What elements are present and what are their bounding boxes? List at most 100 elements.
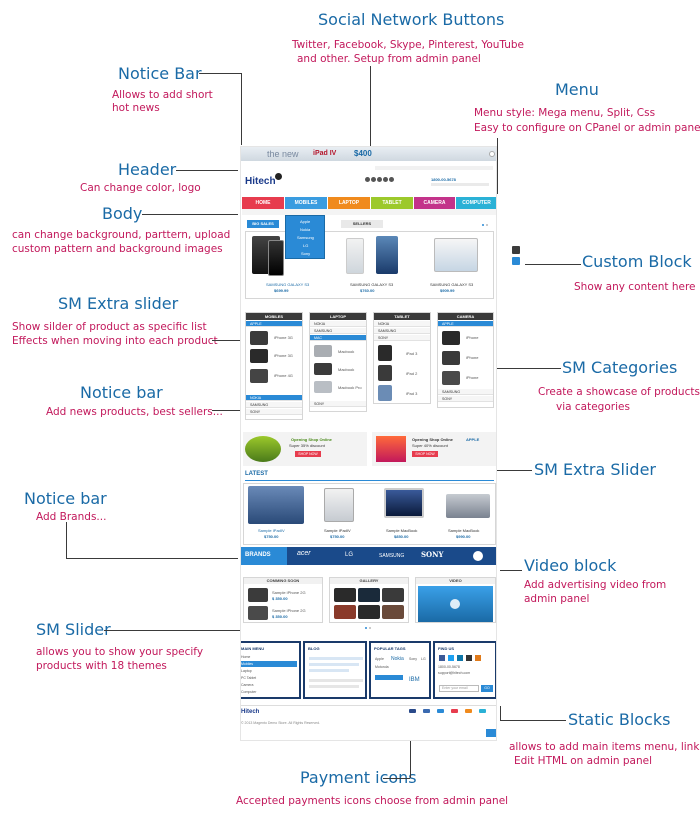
nav-item-camera[interactable]: CAMERA xyxy=(414,197,455,209)
find-us-email[interactable]: support@hitech.com xyxy=(438,671,471,675)
tag-active[interactable] xyxy=(375,675,403,680)
tag-link[interactable]: Apple xyxy=(375,657,384,661)
category-item[interactable]: Macbook xyxy=(338,367,355,372)
product-thumb[interactable] xyxy=(378,365,392,381)
slider-dot[interactable] xyxy=(369,627,371,629)
product-name[interactable]: Sample iPhone 2G xyxy=(272,590,306,595)
product-image[interactable] xyxy=(384,488,424,518)
product-thumb[interactable] xyxy=(314,381,332,393)
product-thumb[interactable] xyxy=(248,588,268,602)
category-row[interactable]: SAMSUNG xyxy=(374,328,430,334)
tag-link[interactable]: Sony xyxy=(409,657,417,661)
product-name[interactable]: Sample MacBook xyxy=(386,528,418,533)
dropdown-item[interactable]: Sony xyxy=(301,251,311,256)
category-row[interactable]: SONY xyxy=(310,401,366,407)
footer-menu-item[interactable]: PC Tablet xyxy=(241,676,257,680)
video-player[interactable] xyxy=(418,586,493,622)
product-name[interactable]: SAMSUNG GALAXY S3 xyxy=(350,282,394,287)
footer-menu-item[interactable]: Mobiles xyxy=(241,662,254,666)
category-item[interactable]: Macbook xyxy=(338,349,355,354)
footer-logo[interactable]: Hitech xyxy=(241,709,260,715)
gallery-thumb[interactable] xyxy=(382,605,404,619)
gallery-thumb[interactable] xyxy=(334,588,356,602)
product-name[interactable]: SAMSUNG GALAXY S3 xyxy=(430,282,474,287)
dropdown-item[interactable]: Nokia xyxy=(300,227,311,232)
category-item[interactable]: iPhone 3G xyxy=(274,335,293,340)
category-item[interactable]: iPhone 3G xyxy=(274,353,293,358)
nav-item-mobiles[interactable]: MOBILES xyxy=(285,197,327,209)
live-chat-button[interactable]: live chat xyxy=(486,729,496,737)
category-item[interactable]: iPad 2 xyxy=(406,371,418,376)
dropdown-item[interactable]: Samsung xyxy=(297,235,314,240)
blog-entry[interactable] xyxy=(309,685,359,688)
dropdown-item[interactable]: LG xyxy=(303,243,309,248)
logo[interactable]: Hitech xyxy=(245,176,276,187)
skype-icon[interactable] xyxy=(377,177,382,182)
product-thumb[interactable] xyxy=(248,606,268,620)
product-thumb[interactable] xyxy=(442,331,460,345)
product-name[interactable]: SAMSUNG GALAXY S3 xyxy=(266,282,310,287)
product-name[interactable]: Sample IPadIV xyxy=(324,528,351,533)
product-thumb[interactable] xyxy=(314,345,332,357)
brand-logo[interactable]: SONY xyxy=(421,550,444,559)
facebook-icon[interactable] xyxy=(371,177,376,182)
category-row[interactable]: SONY xyxy=(246,409,302,415)
brand-logo[interactable]: SAMSUNG xyxy=(379,553,405,559)
blog-entry[interactable] xyxy=(309,657,363,660)
gallery-thumb[interactable] xyxy=(334,605,356,619)
tag-link[interactable]: Motorola xyxy=(375,665,389,669)
category-item[interactable]: iPhone xyxy=(466,355,479,360)
product-name[interactable]: Sample IPadIV xyxy=(258,528,285,533)
brand-logo[interactable]: acer xyxy=(297,550,311,557)
product-image[interactable] xyxy=(248,486,304,524)
notice-close-icon[interactable] xyxy=(489,151,495,157)
footer-menu-item[interactable]: Home xyxy=(241,655,251,659)
product-image[interactable] xyxy=(434,238,478,272)
slider-dot[interactable] xyxy=(482,224,484,226)
category-head[interactable]: LAPTOP xyxy=(310,313,366,320)
product-thumb[interactable] xyxy=(442,371,460,385)
facebook-icon[interactable] xyxy=(439,655,445,661)
category-row[interactable]: SONY xyxy=(374,335,430,341)
newsletter-go-button[interactable]: GO xyxy=(481,685,493,692)
product-image[interactable] xyxy=(446,494,490,518)
play-icon[interactable] xyxy=(450,599,460,609)
tag-link[interactable]: LG xyxy=(421,657,426,661)
shop-now-button[interactable]: SHOP NOW xyxy=(412,451,438,457)
shop-now-button[interactable]: SHOP NOW xyxy=(295,451,321,457)
product-image[interactable] xyxy=(268,240,284,276)
top-links[interactable] xyxy=(375,166,493,170)
category-head[interactable]: CAMERA xyxy=(438,313,493,320)
linkedin-icon[interactable] xyxy=(457,655,463,661)
category-item[interactable]: iPhone 4G xyxy=(274,373,293,378)
nav-item-laptop[interactable]: LAPTOP xyxy=(328,197,370,209)
tab-big-sales[interactable]: BIG SALES xyxy=(247,220,279,228)
category-item[interactable]: iPhone xyxy=(466,375,479,380)
custom-block-icon[interactable] xyxy=(512,257,520,265)
slider-dot[interactable] xyxy=(486,224,488,226)
category-row[interactable]: NOKIA xyxy=(246,395,302,401)
nav-item-tablet[interactable]: TABLET xyxy=(371,197,413,209)
footer-menu-item[interactable]: Laptop xyxy=(241,669,252,673)
twitter-icon[interactable] xyxy=(365,177,370,182)
tab-sellers[interactable]: SELLERS xyxy=(341,220,383,228)
product-name[interactable]: Sample MacBook xyxy=(448,528,480,533)
product-thumb[interactable] xyxy=(378,385,392,401)
footer-menu-item[interactable]: Camera xyxy=(241,683,254,687)
tag-link[interactable]: Nokia xyxy=(391,656,404,662)
youtube-icon[interactable] xyxy=(389,177,394,182)
gallery-thumb[interactable] xyxy=(358,588,380,602)
apple-logo-icon[interactable] xyxy=(473,551,483,561)
gallery-thumb[interactable] xyxy=(382,588,404,602)
blog-entry[interactable] xyxy=(309,669,349,672)
newsletter-email-input[interactable]: Enter your email xyxy=(439,685,479,692)
product-thumb[interactable] xyxy=(250,349,268,363)
slider-dot[interactable] xyxy=(365,627,367,629)
dropdown-item[interactable]: Apple xyxy=(300,219,311,224)
promo-banner[interactable]: Opening Shop Online Super 35% discount S… xyxy=(243,432,367,466)
product-image[interactable] xyxy=(346,238,364,274)
category-row[interactable]: APPLE xyxy=(246,321,302,327)
tag-link[interactable]: IBM xyxy=(409,677,420,683)
flickr-icon[interactable] xyxy=(466,655,472,661)
category-head[interactable]: MOBILES xyxy=(246,313,302,320)
